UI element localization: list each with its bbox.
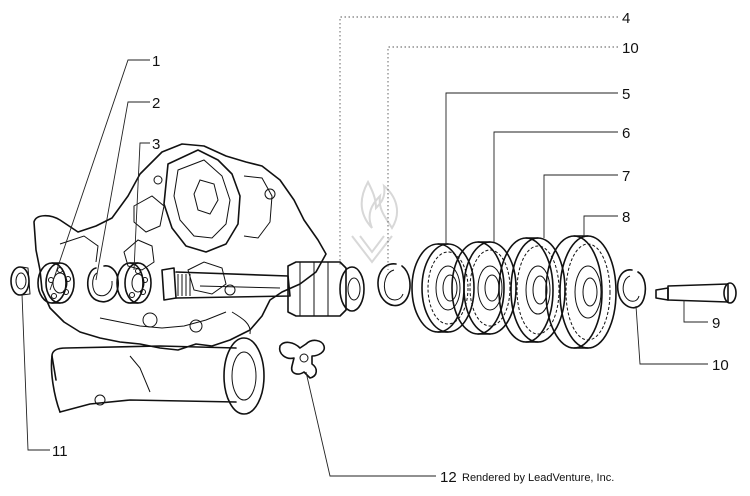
- callout-10-lower: 10: [712, 357, 729, 374]
- part-4-shaft: [161, 261, 365, 317]
- crankcase-housing: [33, 143, 327, 351]
- callout-12: 12: [440, 469, 457, 486]
- part-12-cross-spider: [278, 339, 326, 379]
- part-2-circlip: [86, 265, 119, 303]
- part-6-gear: [451, 241, 517, 335]
- callout-10-upper: 10: [622, 40, 639, 57]
- swing-arm-tube: [50, 337, 265, 415]
- callout-7: 7: [622, 168, 630, 185]
- callout-4: 4: [622, 10, 630, 27]
- part-5-gear: [411, 243, 475, 333]
- part-10-circlip-lower: [616, 269, 647, 309]
- callout-3: 3: [152, 136, 160, 153]
- part-7-gear: [498, 237, 566, 343]
- callout-11: 11: [52, 443, 68, 460]
- leader-lines: [21, 16, 708, 477]
- callout-1: 1: [152, 53, 160, 70]
- callout-2: 2: [152, 95, 160, 112]
- callout-5: 5: [622, 86, 630, 103]
- part-10-circlip-upper: [377, 263, 411, 307]
- part-8-gear: [545, 235, 617, 349]
- callout-6: 6: [622, 125, 630, 142]
- part-11-oil-seal: [10, 266, 31, 296]
- render-credit: Rendered by LeadVenture, Inc.: [462, 472, 614, 484]
- watermark-logo: [351, 179, 399, 264]
- callout-8: 8: [622, 209, 630, 226]
- callout-9: 9: [712, 315, 720, 332]
- part-1-bearing: [37, 262, 75, 304]
- part-9-pin: [655, 282, 737, 304]
